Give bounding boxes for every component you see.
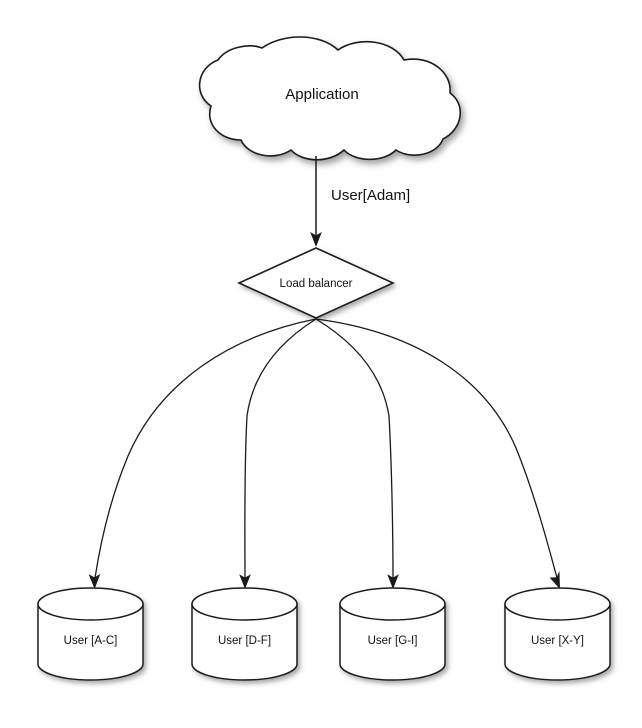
edge-loadbalancer-to-db-1 bbox=[239, 318, 317, 589]
cylinder-body-0 bbox=[37, 587, 144, 681]
cloud-label: Application bbox=[285, 86, 358, 103]
cloud-node-application[interactable]: Application bbox=[198, 36, 462, 161]
edge-loadbalancer-to-db-3 bbox=[315, 318, 560, 589]
shard-edge-arrowhead-3 bbox=[549, 570, 560, 589]
shard-edges-group bbox=[88, 318, 560, 589]
shard-edge-path-3 bbox=[315, 318, 558, 579]
main-edge-arrowhead bbox=[310, 232, 322, 247]
cylinder-node-db-1[interactable]: User [D-F] bbox=[191, 587, 298, 681]
diamond-shape bbox=[237, 247, 395, 319]
cloud-shape bbox=[198, 36, 462, 161]
shard-edge-path-0 bbox=[94, 318, 317, 579]
edge-application-to-loadbalancer: User[Adam] bbox=[310, 156, 410, 247]
diamond-label: Load balancer bbox=[280, 278, 353, 290]
edge-loadbalancer-to-db-0 bbox=[88, 318, 317, 589]
shard-edge-arrowhead-1 bbox=[239, 574, 251, 589]
diamond-node-load-balancer[interactable]: Load balancer bbox=[237, 247, 395, 319]
cylinder-label-2: User [G-I] bbox=[368, 635, 418, 647]
cylinder-label-0: User [A-C] bbox=[64, 635, 118, 647]
cylinder-body-2 bbox=[339, 587, 446, 681]
cylinder-label-1: User [D-F] bbox=[218, 635, 271, 647]
cylinder-label-3: User [X-Y] bbox=[531, 635, 584, 647]
shard-edge-path-1 bbox=[244, 318, 317, 579]
shard-edge-path-2 bbox=[315, 318, 394, 579]
edge-loadbalancer-to-db-2 bbox=[315, 318, 399, 589]
cylinder-body-3 bbox=[504, 587, 611, 681]
cylinder-body-1 bbox=[191, 587, 298, 681]
shard-edge-arrowhead-0 bbox=[88, 573, 101, 589]
cylinder-node-db-3[interactable]: User [X-Y] bbox=[504, 587, 611, 681]
cylinder-node-db-0[interactable]: User [A-C] bbox=[37, 587, 144, 681]
main-edge-label: User[Adam] bbox=[331, 187, 410, 204]
shard-edge-arrowhead-2 bbox=[387, 574, 399, 589]
cylinder-node-db-2[interactable]: User [G-I] bbox=[339, 587, 446, 681]
